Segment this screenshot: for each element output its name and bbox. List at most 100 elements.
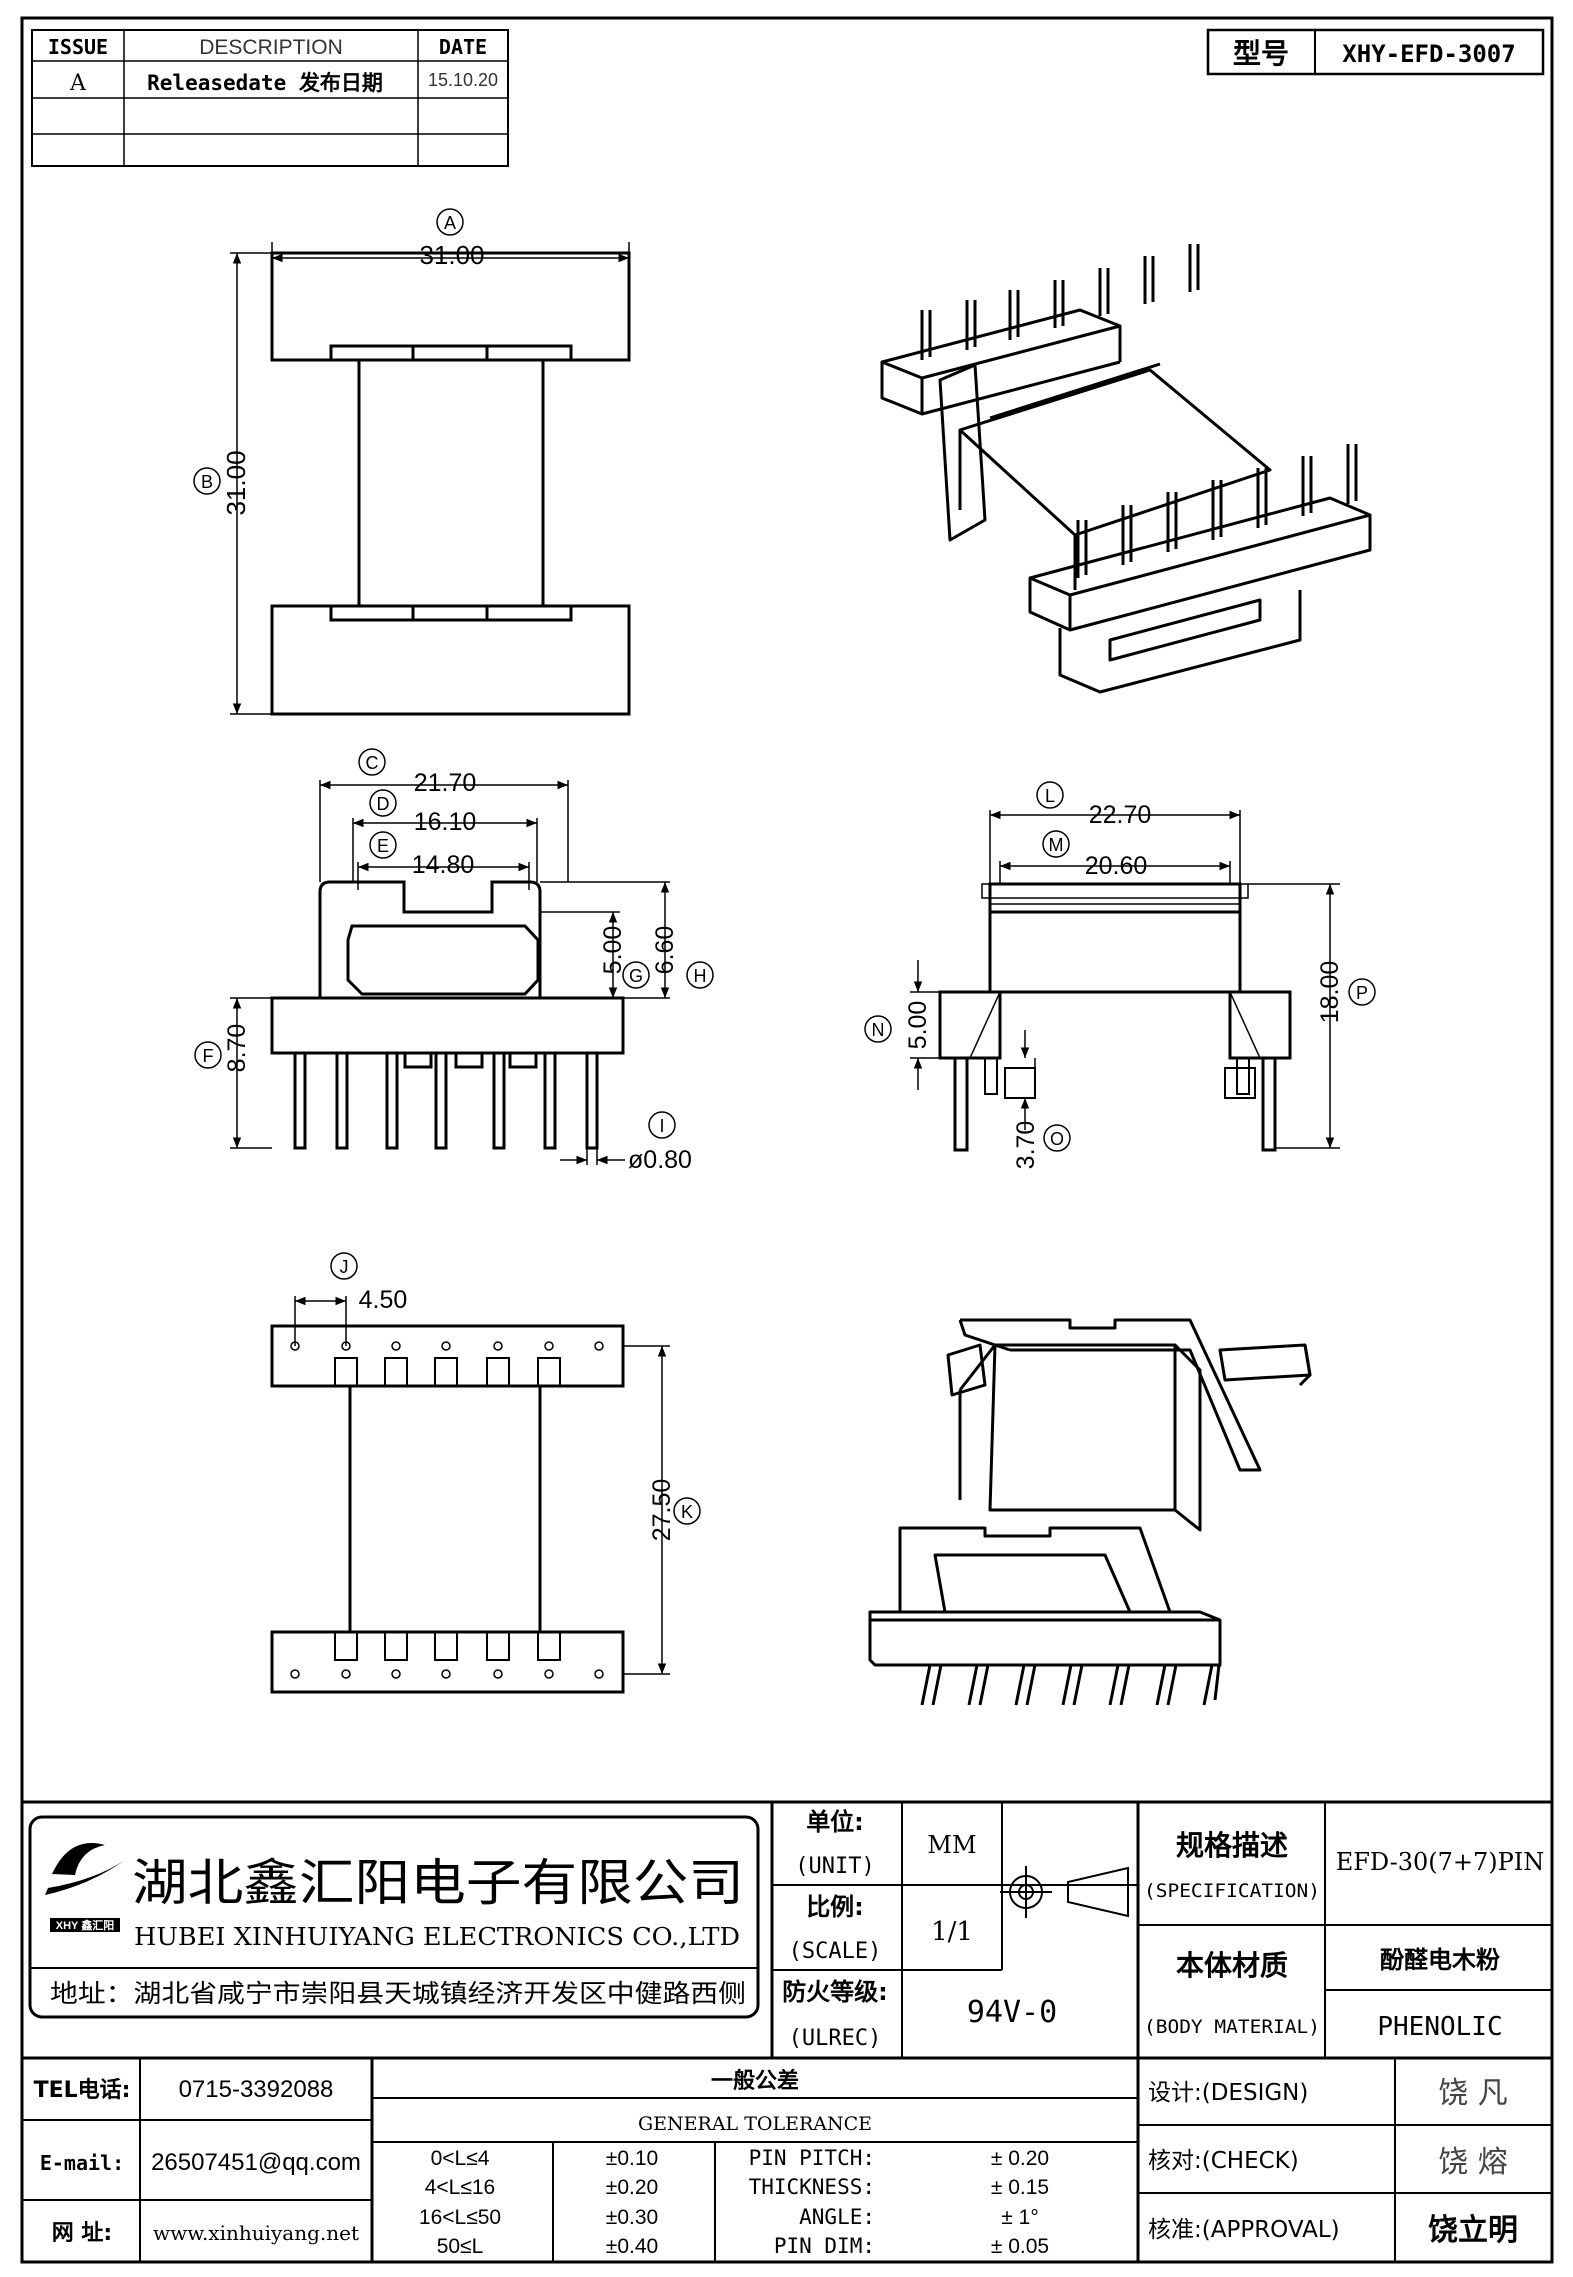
tol-value-2: ±0.20 (606, 2176, 658, 2199)
revision-table (31, 29, 509, 167)
balloon-a: A (444, 213, 456, 233)
balloon-n: N (872, 1020, 885, 1040)
balloon-l: L (1045, 786, 1055, 806)
model-label: 型号 (1233, 37, 1289, 70)
tol-item-value-3: ± 1° (1001, 2206, 1038, 2229)
model-box (1206, 28, 1545, 76)
scale-label: 比例: (806, 1893, 864, 1921)
balloon-i: I (659, 1116, 664, 1136)
material-label-en: (BODY MATERIAL) (1144, 2016, 1320, 2038)
balloon-j: J (340, 1257, 349, 1277)
design-label: 设计:(DESIGN) (1148, 2080, 1308, 2106)
balloon-g: G (629, 966, 643, 986)
bottom-view-holes (290, 1341, 604, 1679)
email-label: E-mail: (40, 2151, 124, 2175)
unit-value: MM (927, 1831, 976, 1859)
dim-o-value: 3.70 (1012, 1121, 1040, 1170)
tol-range-3: 16<L≤50 (419, 2206, 501, 2229)
balloon-k: K (681, 1502, 693, 1522)
dim-i-value: ø0.80 (628, 1146, 692, 1174)
side-view (938, 882, 1292, 1152)
title-block-grid (22, 1800, 1552, 2262)
dim-n-value: 5.00 (904, 1001, 932, 1050)
top-view-dims (193, 208, 630, 715)
rev-header-date: DATE (439, 35, 487, 59)
tol-item-4: PIN DIM: (774, 2234, 875, 2258)
material-value-en: PHENOLIC (1377, 2012, 1502, 2042)
tol-item-2: THICKNESS: (749, 2175, 875, 2199)
tol-range-4: 50≤L (437, 2235, 484, 2258)
balloon-e: E (377, 836, 389, 856)
dim-j-value: 4.50 (359, 1286, 408, 1314)
iso-view-top (880, 244, 1372, 694)
spec-label: 规格描述 (1176, 1829, 1288, 1862)
approval-label: 核准:(APPROVAL) (1148, 2217, 1340, 2243)
dim-l-value: 22.70 (1089, 801, 1152, 829)
company-address: 地址：湖北省咸宁市崇阳县天城镇经济开发区中健路西侧 (50, 1979, 746, 2008)
front-view (270, 880, 625, 1150)
company-name-cn: 湖北鑫汇阳电子有限公司 (132, 1854, 744, 1912)
company-name-en: HUBEI XINHUIYANG ELECTRONICS CO.,LTD (134, 1923, 740, 1951)
web-value: www.xinhuiyang.net (153, 2221, 359, 2245)
logo-text: XHY 鑫汇阳 (56, 1918, 114, 1932)
ulrec-label: 防火等级: (782, 1978, 888, 2006)
tolerance-title-cn: 一般公差 (711, 2068, 799, 2094)
rev-header-issue: ISSUE (48, 35, 108, 59)
rev-description-a: Releasedate 发布日期 (147, 71, 383, 95)
tol-item-value-2: ± 0.15 (991, 2176, 1049, 2199)
balloon-o: O (1050, 1129, 1064, 1149)
spec-label-en: (SPECIFICATION) (1144, 1880, 1320, 1902)
check-label: 核对:(CHECK) (1148, 2148, 1299, 2174)
tol-range-1: 0<L≤4 (431, 2147, 490, 2170)
scale-value: 1/1 (931, 1917, 973, 1947)
unit-label: 单位: (806, 1808, 864, 1836)
sheet-border (20, 16, 1554, 2264)
projection-symbol-icon (1000, 1866, 1129, 1918)
top-view (270, 251, 631, 716)
side-view-dims (864, 781, 1376, 1152)
bottom-view (270, 1324, 625, 1694)
email-value: 26507451@qq.com (151, 2149, 361, 2176)
ulrec-value: 94V-0 (967, 1995, 1057, 2030)
model-value: XHY-EFD-3007 (1342, 40, 1515, 68)
material-label: 本体材质 (1176, 1949, 1288, 1982)
rev-date-a: 15.10.20 (428, 70, 498, 90)
rev-header-description: DESCRIPTION (199, 36, 343, 59)
balloon-f: F (203, 1046, 214, 1066)
rev-issue-a: A (69, 71, 87, 96)
unit-label-en: (UNIT) (795, 1854, 874, 1879)
ulrec-label-en: (ULREC) (789, 2026, 882, 2051)
tol-value-3: ±0.30 (606, 2206, 658, 2229)
tel-value: 0715-3392088 (179, 2076, 334, 2103)
tel-label: TEL电话: (34, 2078, 131, 2103)
balloon-h: H (694, 966, 707, 986)
tol-value-1: ±0.10 (606, 2147, 658, 2170)
dim-c-value: 21.70 (414, 769, 477, 797)
tol-value-4: ±0.40 (606, 2235, 658, 2258)
balloon-b: B (201, 472, 213, 492)
iso-view-bottom (868, 1318, 1312, 1706)
check-name: 饶 熔 (1438, 2145, 1508, 2180)
design-name: 饶 凡 (1438, 2076, 1508, 2111)
company-logo: XHY 鑫汇阳 (45, 1842, 125, 1932)
tol-item-value-4: ± 0.05 (991, 2235, 1049, 2258)
tol-range-2: 4<L≤16 (425, 2176, 496, 2199)
dim-a-value: 31.00 (419, 240, 484, 270)
dim-h-value: 6.60 (651, 926, 679, 975)
dim-f-value: 8.70 (223, 1024, 251, 1073)
web-label: 网 址: (52, 2221, 112, 2246)
spec-value: EFD-30(7+7)PIN (1336, 1848, 1545, 1876)
material-value-cn: 酚醛电木粉 (1380, 1946, 1500, 1974)
balloon-c: C (366, 753, 379, 773)
tol-item-value-1: ± 0.20 (991, 2147, 1049, 2170)
dim-m-value: 20.60 (1085, 852, 1148, 880)
front-view-dims (194, 748, 714, 1165)
scale-label-en: (SCALE) (789, 1939, 882, 1964)
tolerance-title-en: GENERAL TOLERANCE (638, 2113, 872, 2135)
tol-item-3: ANGLE: (799, 2205, 875, 2229)
dim-b-value: 31.00 (221, 450, 251, 515)
balloon-m: M (1049, 835, 1064, 855)
dim-p-value: 18.00 (1316, 961, 1344, 1024)
dim-g-value: 5.00 (599, 926, 627, 975)
